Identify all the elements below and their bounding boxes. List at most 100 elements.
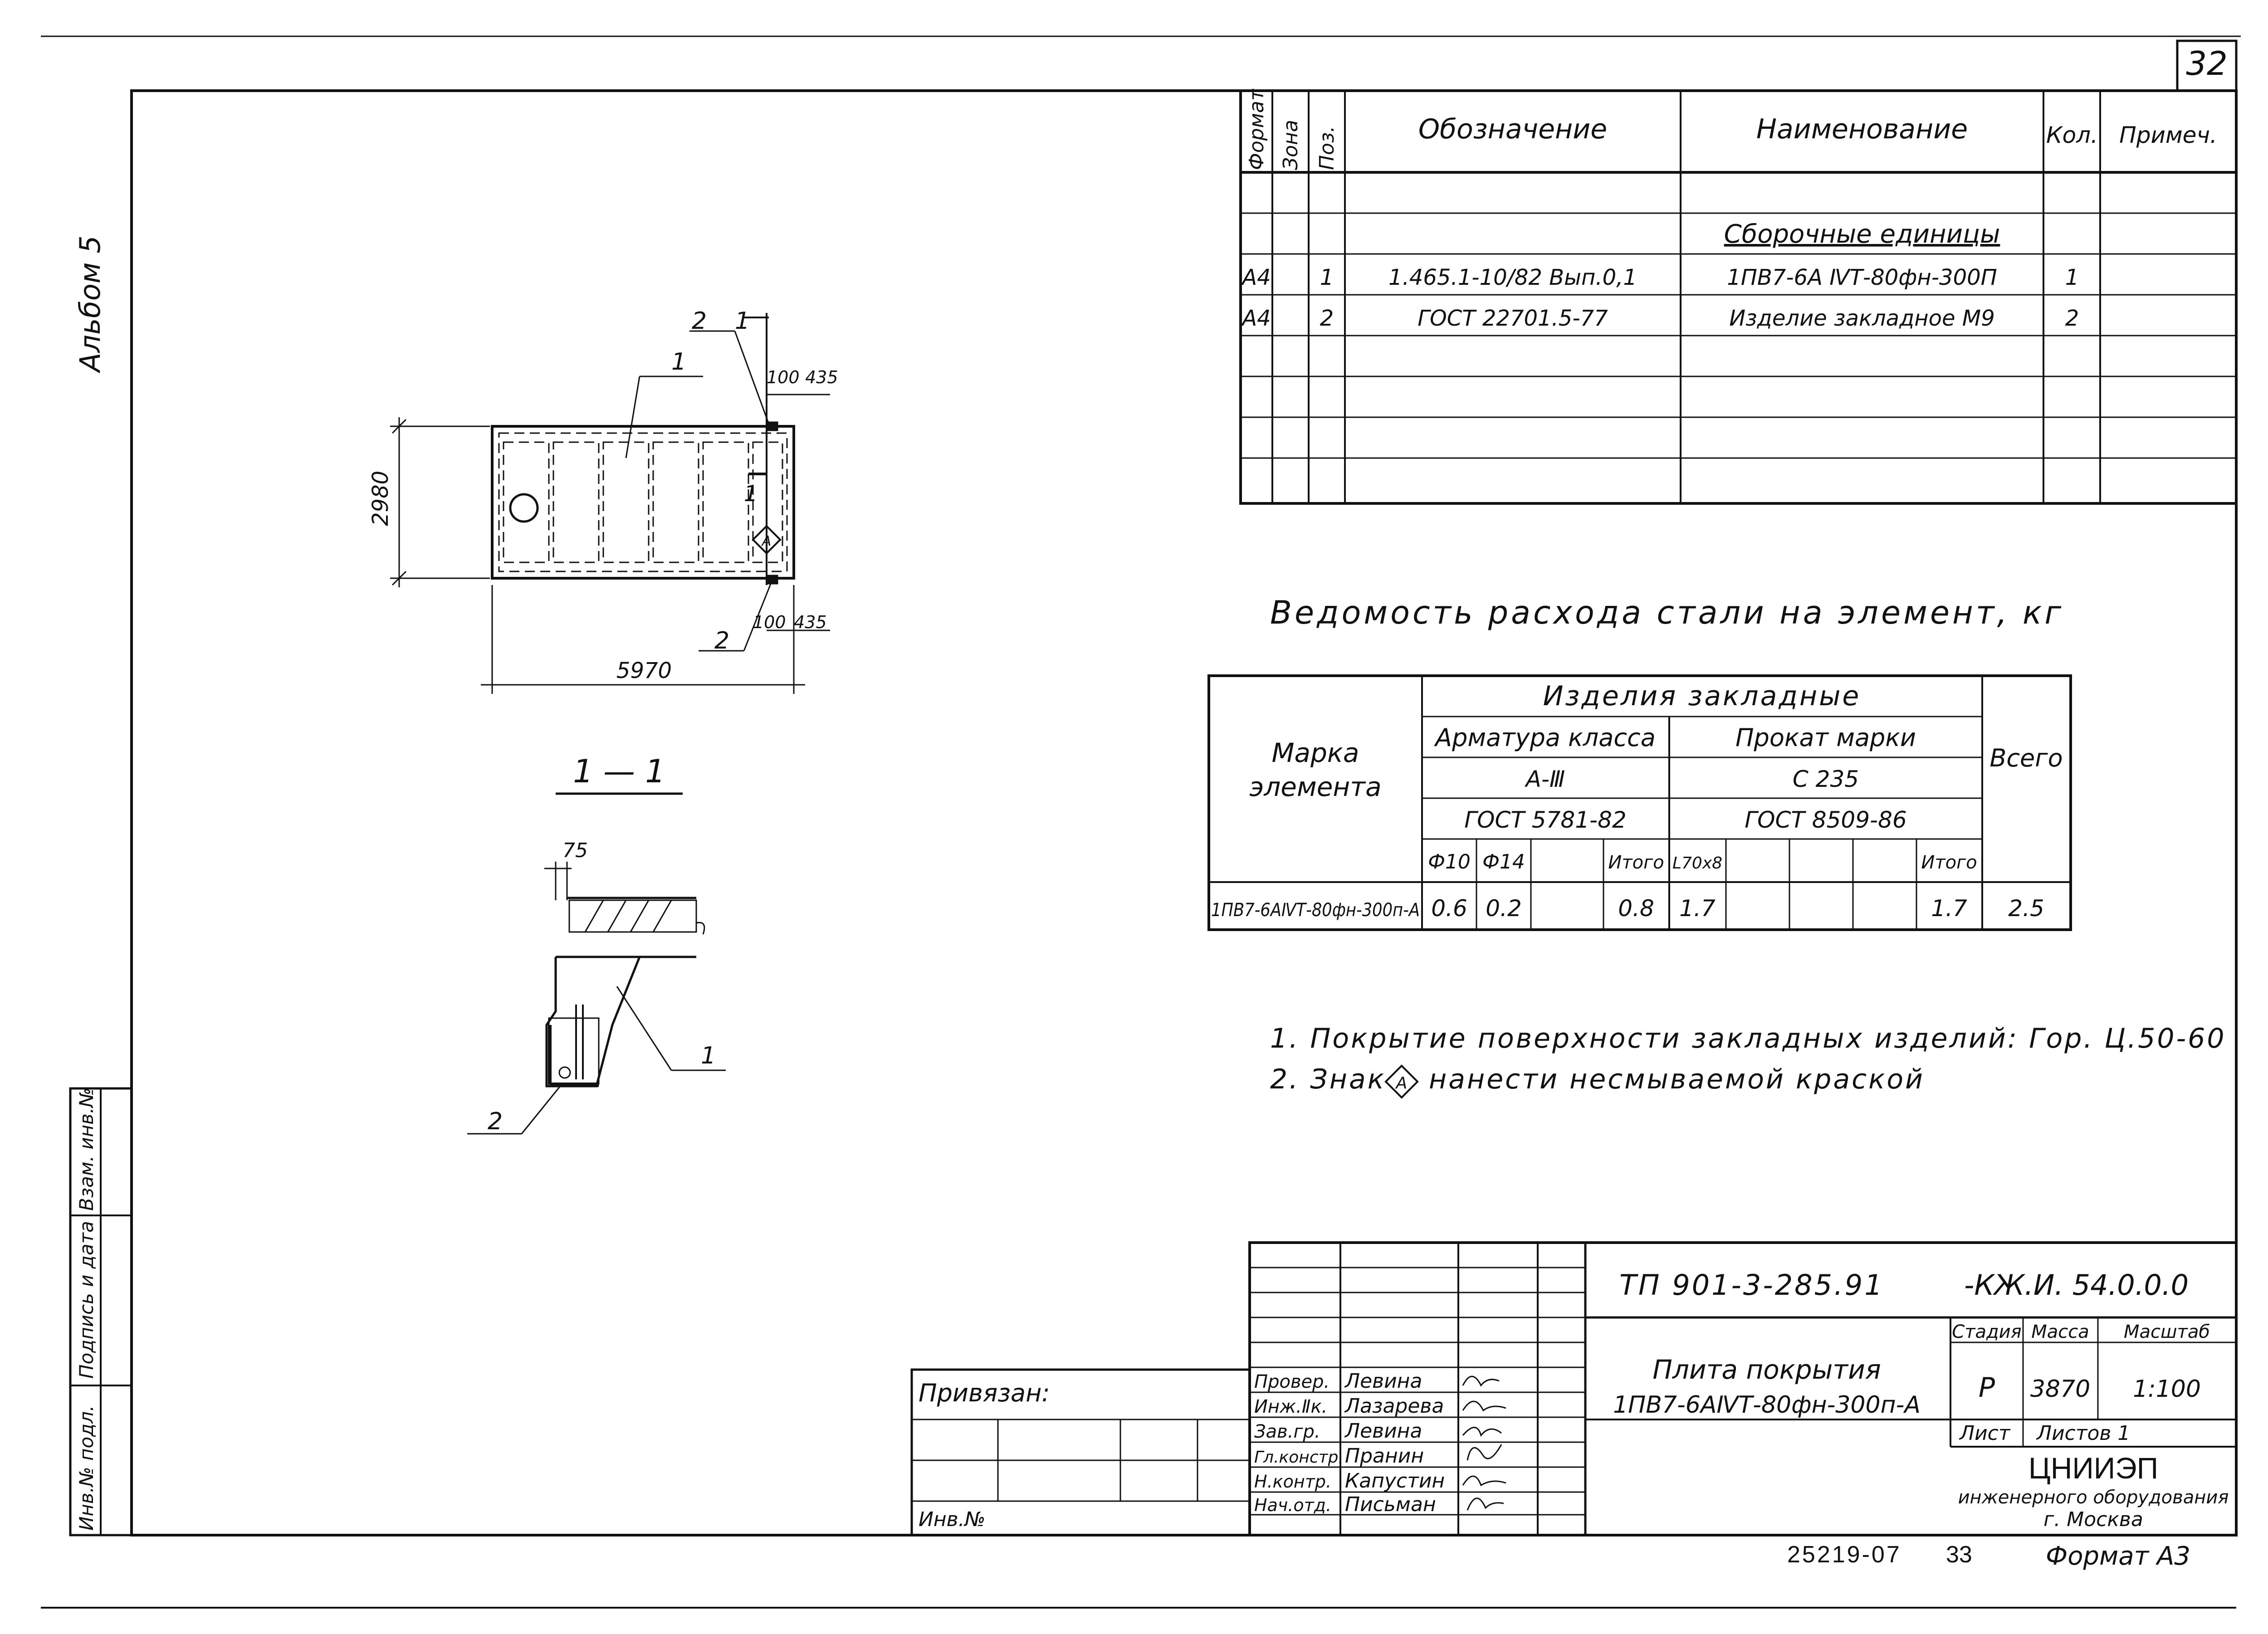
album-label: Альбом 5: [73, 235, 107, 374]
steel-h-rolled: Прокат марки: [1735, 723, 1916, 752]
role-engineer: Инж.Ⅱк.: [1254, 1396, 1327, 1417]
title-scale: 1:100: [2133, 1375, 2201, 1403]
title-org-3: г. Москва: [2043, 1508, 2143, 1531]
spec-cell-designation: ГОСТ 22701.5-77: [1418, 306, 1608, 331]
svg-text:А: А: [1395, 1074, 1408, 1093]
dim-100-bottom: 100: [753, 612, 786, 632]
spec-row: А4 2 ГОСТ 22701.5-77 Изделие закладное М…: [1241, 306, 2079, 331]
title-mass-h: Масса: [2031, 1322, 2089, 1342]
plan-cut-label: 1: [735, 307, 750, 335]
title-name-1: Плита покрытия: [1652, 1354, 1881, 1385]
title-org-2: инженерного оборудования: [1958, 1487, 2229, 1508]
section-view: [467, 862, 726, 1135]
spec-header-format: Формат: [1245, 88, 1268, 170]
spec-cell-qty: 1: [2065, 265, 2079, 290]
sheet-number: 32: [2186, 44, 2228, 83]
section-title: 1 — 1: [573, 753, 665, 790]
title-scale-h: Масштаб: [2124, 1322, 2210, 1342]
title-org: ЦНИИЭП: [2028, 1451, 2158, 1485]
steel-h-group: Изделия закладные: [1543, 680, 1861, 712]
privyazan-label: Привязан:: [919, 1379, 1050, 1407]
steel-table: [1207, 674, 2072, 931]
plan-label-1: 1: [671, 348, 686, 376]
section-dim-75: 75: [562, 839, 588, 862]
steel-h-rebar: Арматура класса: [1434, 723, 1656, 752]
spec-cell-designation: 1.465.1-10/82 Вып.0,1: [1388, 265, 1637, 290]
section-label-2: 2: [488, 1108, 503, 1135]
steel-row: 1ПВ7-6АⅣТ-80фн-300п-А 0.6 0.2 0.8 1.7 1.…: [1211, 895, 2044, 922]
steel-row-angle: 1.7: [1679, 895, 1716, 922]
title-code-2: -КЖ.И. 54.0.0.0: [1964, 1268, 2189, 1302]
steel-rebar-gost: ГОСТ 5781-82: [1464, 807, 1626, 833]
spec-cell-pos: 2: [1320, 306, 1334, 331]
title-mass: 3870: [2030, 1375, 2090, 1403]
title-block: [910, 1241, 2238, 1536]
name-engineer: Лазарева: [1344, 1395, 1444, 1418]
plan-cut-label-2: 1: [744, 481, 758, 507]
steel-title: Ведомость расхода стали на элемент, кг: [1270, 594, 2064, 631]
steel-row-rolled-total: 1.7: [1931, 895, 1967, 922]
name-check: Левина: [1344, 1370, 1422, 1393]
role-dept-head: Нач.отд.: [1254, 1495, 1331, 1515]
title-stage-h: Стадия: [1952, 1322, 2021, 1342]
spec-cell-format: А4: [1241, 265, 1271, 290]
spec-cell-name: Изделие закладное М9: [1729, 306, 1995, 331]
dim-100-top: 100: [767, 367, 800, 387]
plan-label-2-top: 2: [692, 307, 707, 335]
spec-section: Сборочные единицы: [1724, 219, 2000, 249]
title-sheets-h: Листов 1: [2036, 1422, 2130, 1445]
spec-cell-format: А4: [1241, 306, 1271, 331]
steel-row-rebar-total: 0.8: [1618, 895, 1654, 922]
role-check: Провер.: [1254, 1371, 1330, 1392]
steel-h-total: Всего: [1989, 744, 2063, 772]
steel-sub-f10: Ф10: [1428, 850, 1471, 873]
title-stage: Р: [1979, 1372, 1995, 1404]
steel-sub-angle: L70x8: [1672, 854, 1722, 873]
steel-subheaders: Ф10 Ф14 Итого L70x8 Итого: [1428, 850, 1977, 873]
note-1: 1. Покрытие поверхности закладных издели…: [1270, 1023, 2226, 1054]
dim-435-top: 435: [805, 367, 838, 387]
spec-header-qty: Кол.: [2046, 122, 2098, 148]
spec-cell-name: 1ПВ7-6А ⅣТ-80фн-300П: [1727, 265, 1997, 290]
dim-2980: 2980: [368, 471, 393, 526]
side-stamp-replace: Взам. инв.№: [75, 1088, 98, 1211]
steel-rolled-gost: ГОСТ 8509-86: [1745, 807, 1906, 833]
name-norm-control: Капустин: [1345, 1469, 1445, 1493]
footer-archive: 25219-07: [1787, 1541, 1901, 1568]
title-name-2: 1ПВ7-6АⅣТ-80фн-300п-А: [1613, 1391, 1921, 1419]
spec-header-name: Наименование: [1756, 113, 1968, 145]
role-group-head: Зав.гр.: [1254, 1421, 1320, 1442]
side-stamp-sign: Подпись и дата: [75, 1221, 98, 1379]
side-stamp: Инв.№ подл. Подпись и дата Взам. инв.№: [69, 1087, 133, 1536]
spec-table: [1239, 89, 2238, 505]
plan-marker-a: А: [761, 533, 772, 549]
plan-view: [390, 313, 830, 694]
dim-5970: 5970: [616, 658, 672, 683]
steel-row-mark: 1ПВ7-6АⅣТ-80фн-300п-А: [1211, 900, 1420, 921]
steel-sub-itogo-1: Итого: [1608, 852, 1664, 873]
spec-header-note: Примеч.: [2119, 122, 2217, 148]
side-stamp-inv: Инв.№ подл.: [75, 1405, 98, 1531]
footer-page: 33: [1946, 1541, 1972, 1568]
steel-row-f14: 0.2: [1486, 895, 1522, 922]
title-sheet-h: Лист: [1959, 1422, 2011, 1445]
name-dept-head: Письман: [1345, 1493, 1436, 1516]
steel-rebar-class: А-Ⅲ: [1525, 766, 1565, 792]
name-group-head: Левина: [1344, 1419, 1422, 1443]
section-label-1: 1: [701, 1042, 716, 1069]
spec-header-designation: Обозначение: [1418, 113, 1607, 145]
marker-a-icon: А: [1384, 1064, 1419, 1099]
spec-cell-qty: 2: [2065, 306, 2079, 331]
spec-row: А4 1 1.465.1-10/82 Вып.0,1 1ПВ7-6А ⅣТ-80…: [1241, 265, 2079, 290]
role-norm-control: Н.контр.: [1254, 1472, 1331, 1492]
steel-h-mark-2: элемента: [1249, 771, 1381, 802]
footer-format: Формат А3: [2046, 1541, 2190, 1571]
note-2-end: нанести несмываемой краской: [1429, 1063, 1925, 1095]
steel-rolled-grade: С 235: [1793, 766, 1859, 792]
steel-sub-itogo-2: Итого: [1921, 852, 1977, 873]
note-2-start: 2. Знак: [1270, 1063, 1386, 1095]
signatures: Провер. Инж.Ⅱк. Зав.гр. Гл.констр. Н.кон…: [1254, 1370, 1506, 1516]
title-code: ТП 901-3-285.91: [1619, 1268, 1884, 1302]
dim-435-bottom: 435: [794, 612, 827, 632]
